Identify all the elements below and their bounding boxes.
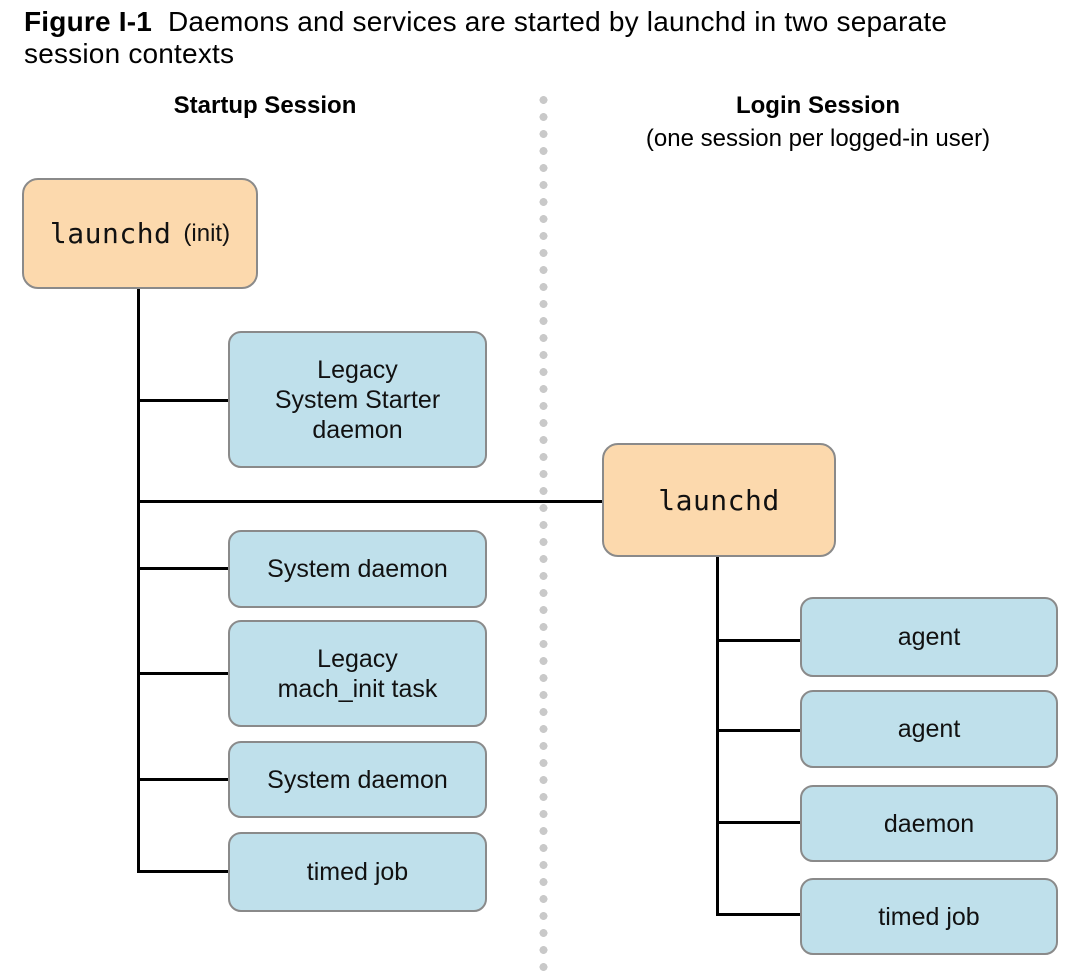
connector-branch-system-daemon-1 bbox=[138, 567, 228, 570]
login-session-subheader: (one session per logged-in user) bbox=[645, 125, 991, 152]
node-launchd-init: launchd (init) bbox=[22, 178, 258, 289]
launchd-init-process-name: launchd bbox=[49, 217, 172, 250]
connector-branch-agent-2 bbox=[718, 729, 800, 732]
node-label: daemon bbox=[883, 809, 975, 838]
connector-branch-mach-init-task bbox=[138, 672, 228, 675]
connector-branch-system-daemon-2 bbox=[138, 778, 228, 781]
connector-branch-legacy-system-starter bbox=[138, 399, 228, 402]
connector-branch-daemon-login bbox=[718, 821, 800, 824]
startup-session-header: Startup Session bbox=[173, 92, 357, 119]
node-label: agent bbox=[897, 715, 961, 743]
column-header-login: Login Session (one session per logged-in… bbox=[578, 92, 1058, 153]
figure-label: Figure I-1 bbox=[24, 6, 153, 37]
node-legacy-system-starter-daemon: Legacy System Starter daemon bbox=[228, 331, 487, 468]
connector-cross-session-to-login-launchd bbox=[138, 500, 602, 503]
connector-branch-agent-1 bbox=[718, 639, 800, 642]
connector-trunk-login bbox=[716, 556, 719, 916]
connector-branch-timed-job-startup bbox=[138, 870, 228, 873]
figure-caption: Daemons and services are started by laun… bbox=[24, 6, 948, 69]
connector-branch-timed-job-login bbox=[718, 913, 800, 916]
session-divider-dotted-line bbox=[539, 92, 548, 972]
node-label: System daemon bbox=[267, 765, 448, 794]
node-system-daemon-1: System daemon bbox=[228, 530, 487, 608]
node-label: timed job bbox=[306, 858, 409, 886]
launchd-login-process-name: launchd bbox=[658, 483, 780, 517]
node-label: agent bbox=[897, 623, 961, 651]
node-system-daemon-2: System daemon bbox=[228, 741, 487, 818]
node-legacy-mach-init-task: Legacy mach_init task bbox=[228, 620, 487, 727]
node-agent-1: agent bbox=[800, 597, 1058, 677]
launchd-init-annotation: (init) bbox=[183, 219, 231, 247]
login-session-header: Login Session bbox=[735, 92, 900, 119]
node-timed-job-startup: timed job bbox=[228, 832, 487, 912]
node-agent-2: agent bbox=[800, 690, 1058, 768]
connector-trunk-startup bbox=[137, 289, 140, 873]
node-daemon-login: daemon bbox=[800, 785, 1058, 862]
node-label: Legacy System Starter daemon bbox=[274, 355, 441, 444]
column-header-startup: Startup Session bbox=[22, 92, 508, 120]
node-launchd-login: launchd bbox=[602, 443, 836, 557]
node-label: Legacy mach_init task bbox=[277, 644, 438, 703]
node-label: System daemon bbox=[267, 555, 448, 583]
node-timed-job-login: timed job bbox=[800, 878, 1058, 955]
node-label: timed job bbox=[878, 902, 980, 931]
